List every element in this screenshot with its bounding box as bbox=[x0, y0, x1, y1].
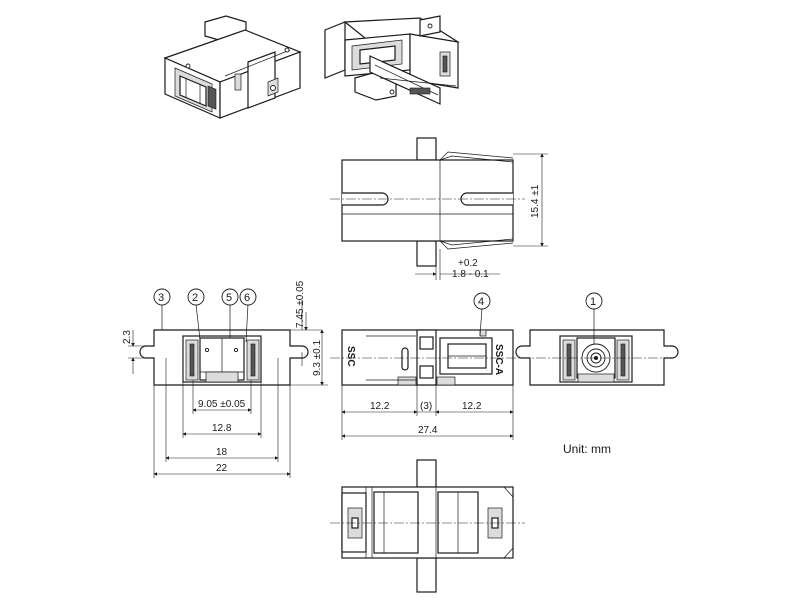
dim-7-45: 7.45 ±0.05 bbox=[295, 280, 306, 328]
unit-label: Unit: mm bbox=[563, 442, 611, 456]
isometric-view-right bbox=[324, 15, 460, 105]
dim-1-8: 1.8 - 0.1 bbox=[452, 269, 489, 280]
marking-ssc: SSC bbox=[345, 346, 356, 367]
dim-tol-plus: +0.2 bbox=[458, 258, 478, 269]
dim-2-3: 2.3 bbox=[122, 330, 133, 344]
dim-9-05: 9.05 ±0.05 bbox=[198, 399, 246, 410]
top-view: 15.4 ±1 +0.2 1.8 - 0.1 bbox=[330, 137, 548, 280]
balloon-4: 4 bbox=[478, 296, 484, 308]
dim-9-3: 9.3 ±0.1 bbox=[312, 339, 323, 376]
balloon-1: 1 bbox=[590, 296, 596, 308]
balloon-3: 3 bbox=[158, 292, 164, 304]
balloon-5: 5 bbox=[226, 292, 232, 304]
side-view-center: SSC SSC-A 4 12.2 (3) 12.2 27.4 bbox=[330, 292, 525, 440]
front-view-left: 2.3 7.45 ±0.05 9.3 ±0.1 9.05 ±0.05 12.8 … bbox=[122, 280, 328, 478]
dim-22: 22 bbox=[216, 463, 228, 474]
dim-15-4: 15.4 ±1 bbox=[530, 184, 541, 218]
dim-27-4: 27.4 bbox=[418, 425, 438, 436]
marking-ssc-a: SSC-A bbox=[493, 344, 504, 375]
dim-12-8: 12.8 bbox=[212, 423, 232, 434]
dim-12-2-left: 12.2 bbox=[370, 401, 390, 412]
isometric-view-left bbox=[163, 15, 302, 119]
balloon-6: 6 bbox=[244, 292, 250, 304]
dim-center-3: (3) bbox=[420, 401, 432, 412]
bottom-view bbox=[330, 459, 525, 593]
balloon-2: 2 bbox=[192, 292, 198, 304]
front-view-right: 1 bbox=[515, 292, 679, 386]
dim-12-2-right: 12.2 bbox=[462, 401, 482, 412]
dim-18: 18 bbox=[216, 447, 228, 458]
